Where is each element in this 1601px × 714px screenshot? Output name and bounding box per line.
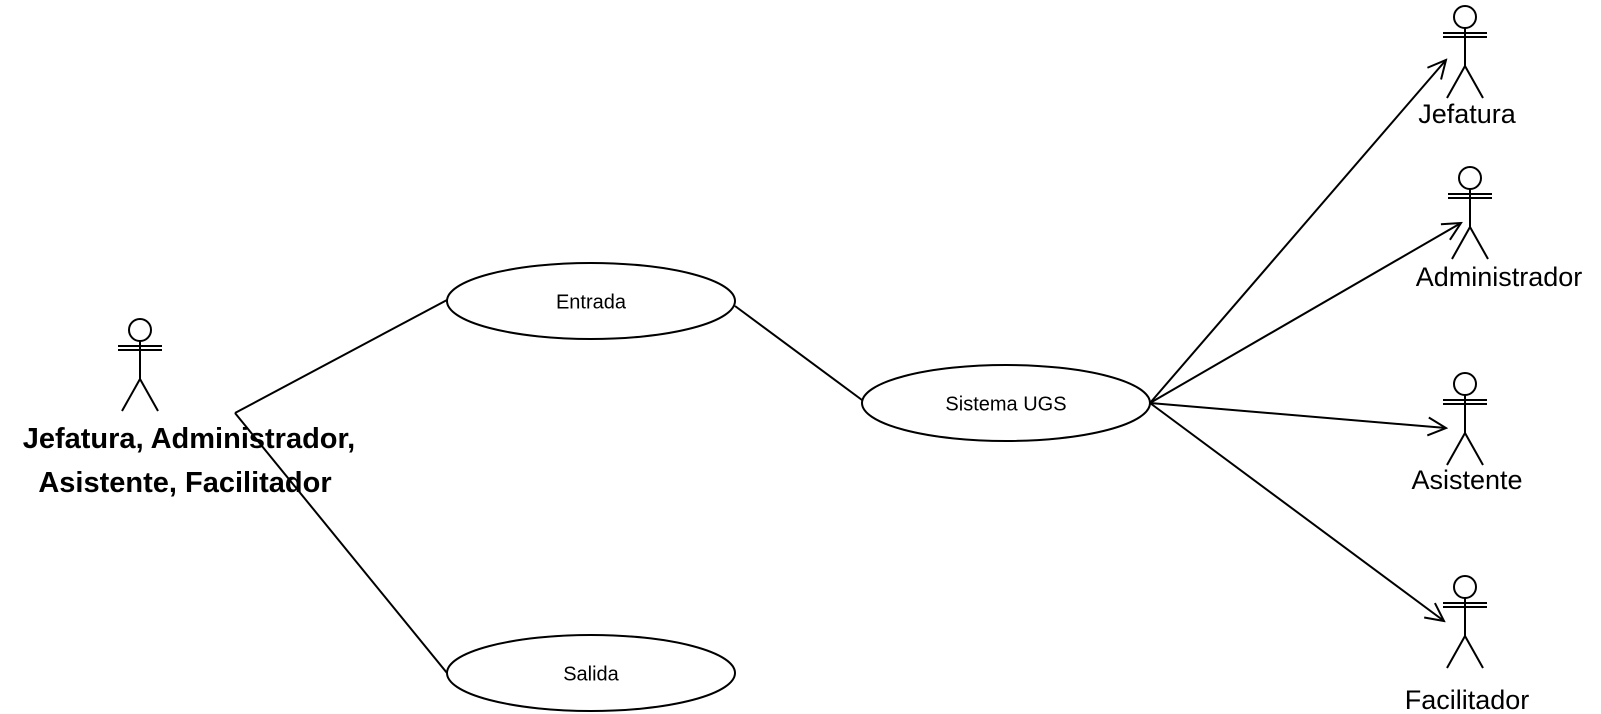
actor-jefatura [1443, 5, 1487, 99]
actor-administrador-label: Administrador [1416, 262, 1583, 292]
use-case-sistema-ugs: Sistema UGS [861, 364, 1151, 442]
actor-administrador [1448, 166, 1492, 260]
use-case-salida: Salida [446, 634, 736, 712]
stick-figure-icon [118, 318, 162, 412]
stick-figure-icon [1443, 575, 1487, 669]
actor-asistente-label: Asistente [1411, 465, 1522, 495]
stick-figure-icon [1443, 372, 1487, 466]
edge-actor-salida [234, 412, 448, 674]
use-case-entrada: Entrada [446, 262, 736, 340]
edge-entrada-sistema [734, 305, 863, 401]
arrow-sistema-asistente [1149, 402, 1446, 428]
use-case-entrada-label: Entrada [556, 291, 627, 313]
actor-facilitador [1443, 575, 1487, 669]
edge-actor-entrada [234, 299, 448, 414]
use-case-sistema-ugs-label: Sistema UGS [945, 393, 1066, 415]
arrow-sistema-facilitador [1149, 402, 1444, 621]
arrow-sistema-jefatura [1149, 60, 1446, 404]
actor-primary-label-line2: Asistente, Facilitador [38, 467, 331, 499]
use-case-salida-label: Salida [563, 663, 619, 685]
actor-primary [118, 318, 162, 412]
stick-figure-icon [1448, 166, 1492, 260]
stick-figure-icon [1443, 5, 1487, 99]
actor-jefatura-label: Jefatura [1418, 99, 1517, 129]
actor-asistente [1443, 372, 1487, 466]
actor-primary-label-line1: Jefatura, Administrador, [23, 423, 356, 455]
actor-facilitador-label: Facilitador [1405, 685, 1530, 714]
arrow-sistema-administrador [1149, 223, 1461, 404]
